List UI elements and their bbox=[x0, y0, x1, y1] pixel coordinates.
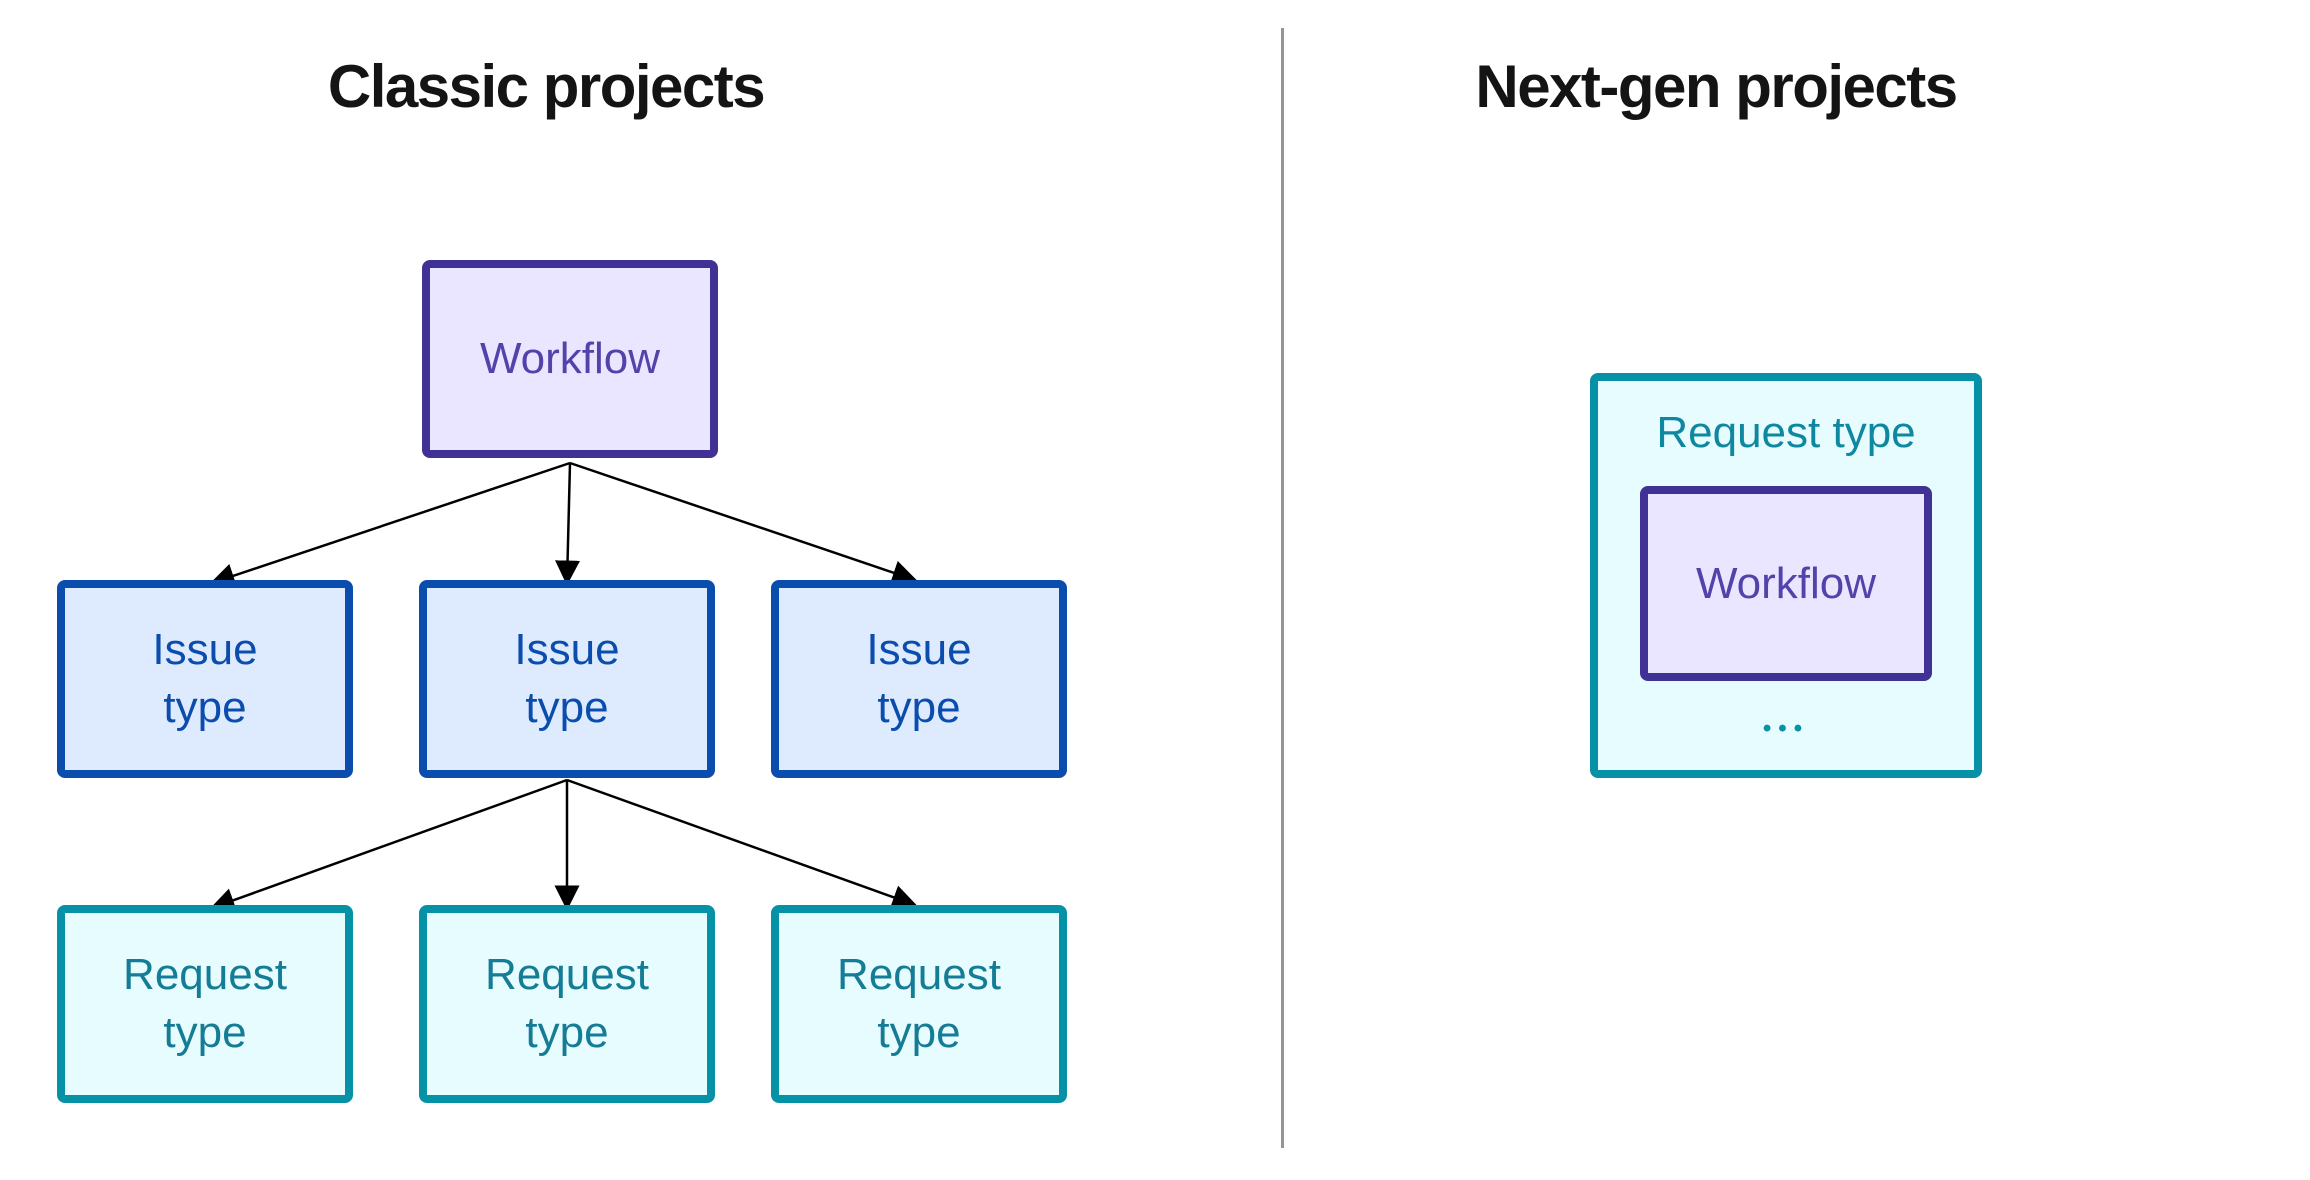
issue-type-node-1: Issue type bbox=[57, 580, 353, 778]
workflow-node: Workflow bbox=[422, 260, 718, 458]
arrow-issue-to-request-1 bbox=[209, 778, 568, 913]
nextgen-request-type-label: Request type bbox=[1656, 408, 1916, 457]
request-type-node-2: Request type bbox=[419, 905, 715, 1103]
request-type-node-3: Request type bbox=[771, 905, 1067, 1103]
issue-type-node-3: Issue type bbox=[771, 580, 1067, 778]
issue-type-node-2: Issue type bbox=[419, 580, 715, 778]
ellipsis-dots: ••• bbox=[1762, 715, 1810, 742]
arrow-workflow-to-issue-2 bbox=[555, 462, 581, 586]
nextgen-workflow-node: Workflow bbox=[1640, 486, 1932, 681]
next-gen-projects-title: Next-gen projects bbox=[1475, 53, 1958, 120]
arrow-workflow-to-issue-3 bbox=[569, 461, 918, 585]
request-type-node-1: Request type bbox=[57, 905, 353, 1103]
nextgen-request-type-node: Request type Workflow ••• bbox=[1590, 373, 1982, 778]
arrow-issue-to-request-3 bbox=[566, 778, 918, 910]
column-divider bbox=[1281, 28, 1284, 1148]
arrow-workflow-to-issue-1 bbox=[209, 461, 571, 588]
classic-projects-title: Classic projects bbox=[327, 53, 766, 120]
